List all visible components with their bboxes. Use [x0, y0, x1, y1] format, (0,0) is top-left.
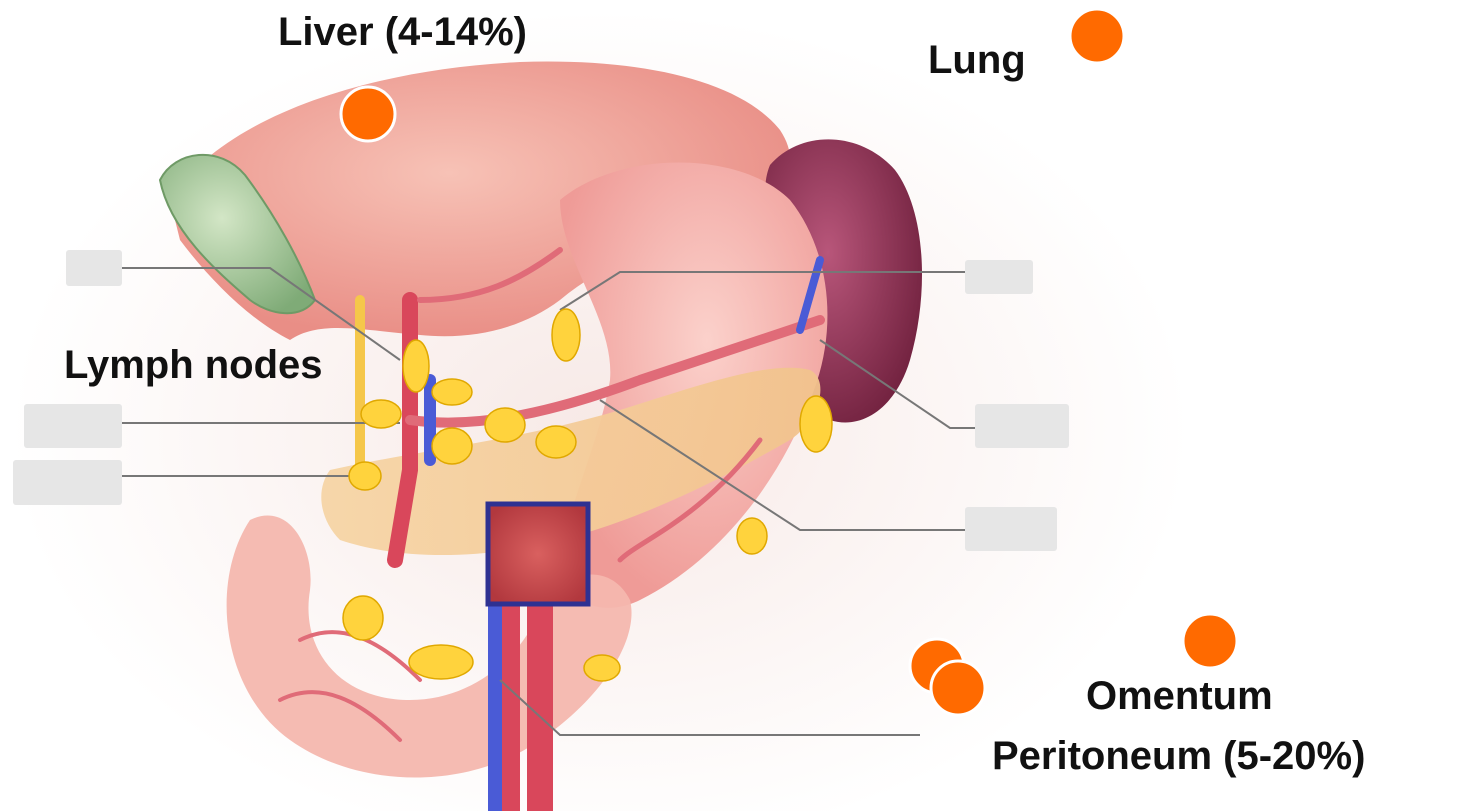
placeholder-box-right-2	[975, 404, 1069, 448]
liver-metastasis-marker	[341, 87, 395, 141]
lymph-node	[737, 518, 767, 554]
peritoneum-label: Peritoneum (5-20%)	[992, 736, 1365, 776]
lymph-node	[552, 309, 580, 361]
liver-label: Liver (4-14%)	[278, 12, 527, 52]
lymph-nodes-label: Lymph nodes	[64, 345, 323, 385]
placeholder-box-right-3	[965, 507, 1057, 551]
lymph-node	[584, 655, 620, 681]
placeholder-box-left-3	[13, 460, 122, 505]
lymph-node	[349, 462, 381, 490]
placeholder-box-right-1	[965, 260, 1033, 294]
lymph-node	[432, 428, 472, 464]
lung-label: Lung	[928, 40, 1026, 80]
lymph-node	[485, 408, 525, 442]
placeholder-box-left-2	[24, 404, 122, 448]
lymph-node	[403, 340, 429, 392]
lymph-node	[409, 645, 473, 679]
omentum-label: Omentum	[1086, 676, 1273, 716]
lung-metastasis-marker	[1070, 9, 1124, 63]
lymph-node	[361, 400, 401, 428]
tumor-region	[488, 504, 588, 604]
lymph-node	[343, 596, 383, 640]
lymph-node	[800, 396, 832, 452]
lymph-node	[536, 426, 576, 458]
placeholder-box-left-1	[66, 250, 122, 286]
lymph-node	[432, 379, 472, 405]
omentum-metastasis-marker	[1183, 614, 1237, 668]
peritoneum-metastasis-marker	[931, 661, 985, 715]
